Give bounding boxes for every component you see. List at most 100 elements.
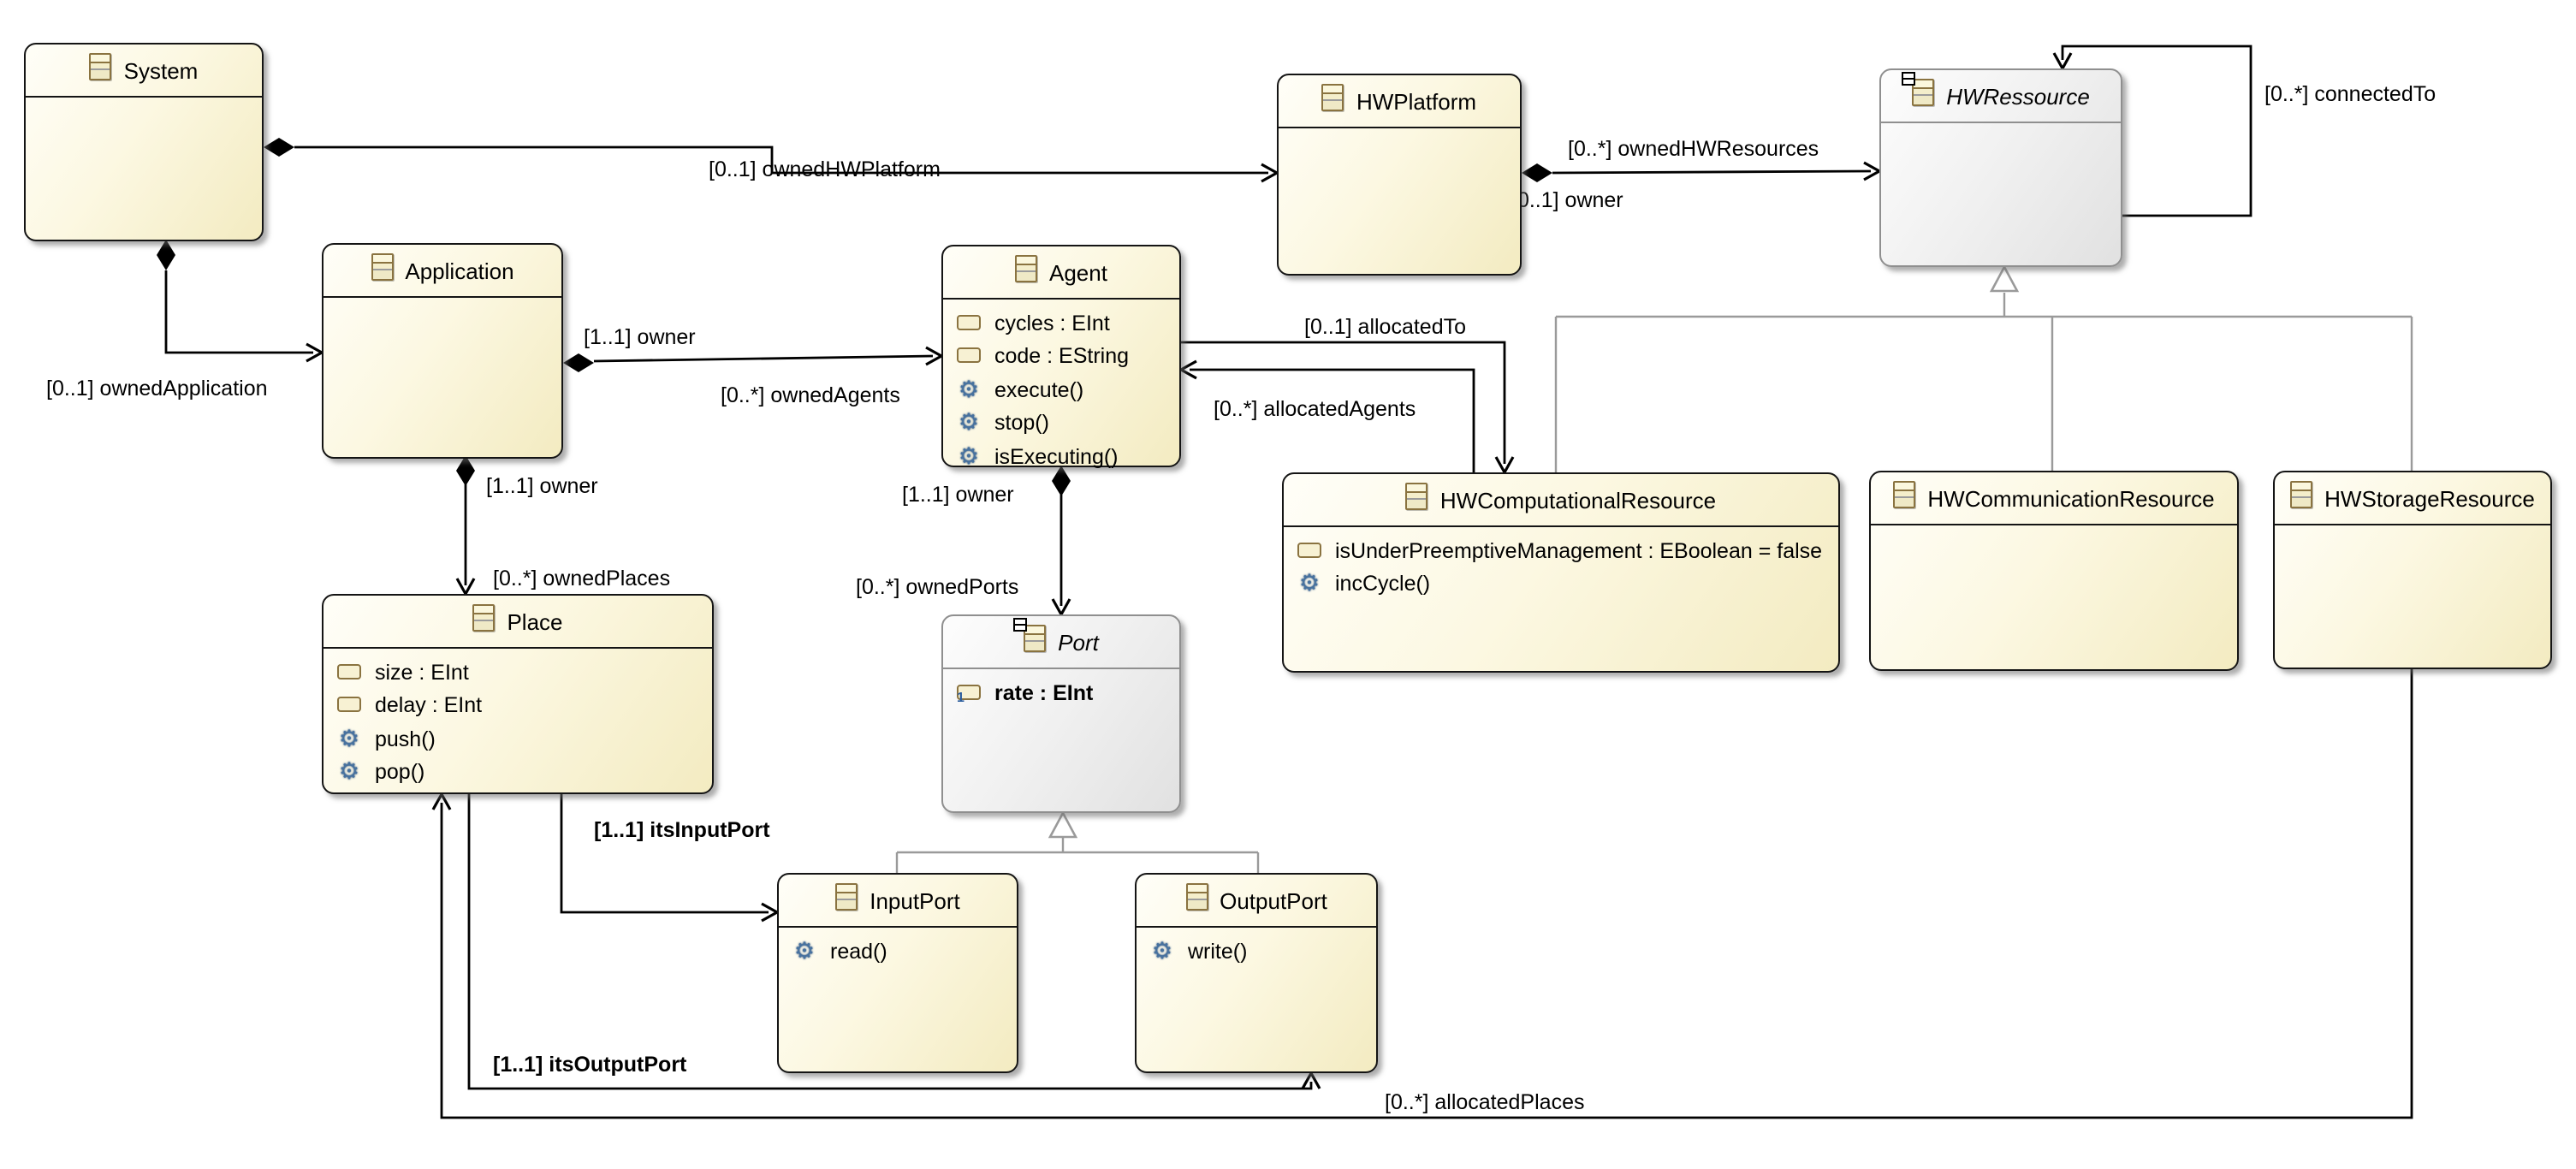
eoperation-gear-icon	[337, 757, 361, 788]
class-name: HWRessource	[1946, 83, 2090, 109]
operation-label: stop()	[994, 411, 1049, 436]
attribute-label: isUnderPreemptiveManagement : EBoolean =…	[1335, 538, 1823, 563]
eoperation-gear-icon	[337, 724, 361, 755]
eattribute-icon: 1	[957, 678, 981, 709]
class-name: System	[123, 57, 199, 83]
eoperation-gear-icon	[957, 442, 981, 472]
eclass-icon	[1321, 83, 1344, 119]
operation-row[interactable]: push()	[337, 722, 705, 756]
edge-label-owned-agents: [0..*] ownedAgents	[721, 383, 900, 407]
operation-row[interactable]: read()	[792, 935, 1010, 968]
eoperation-gear-icon	[792, 936, 816, 967]
generalization-hwressource[interactable]	[1554, 264, 2413, 472]
attribute-row[interactable]: cycles : EInt	[957, 306, 1172, 340]
composition-diamond-icon	[563, 353, 594, 372]
eattribute-icon	[957, 341, 981, 372]
generalization-port[interactable]	[895, 810, 1260, 873]
association-edge-its-input-port[interactable]	[560, 794, 781, 923]
association-edge-owner-owned-places[interactable]	[455, 455, 476, 597]
attribute-row[interactable]: size : EInt	[337, 656, 705, 689]
class-members	[323, 298, 561, 305]
class-name: HWCommunicationResource	[1927, 485, 2215, 511]
class-hwcomputationalresource[interactable]: HWComputationalResource isUnderPreemptive…	[1282, 472, 1840, 673]
association-edge-owner-owned-hw-resources[interactable]	[1522, 161, 1883, 182]
class-header[interactable]: OutputPort	[1137, 875, 1376, 928]
class-header[interactable]: InputPort	[779, 875, 1017, 928]
class-header[interactable]: Application	[323, 245, 561, 298]
eclass-icon	[89, 52, 112, 88]
class-header[interactable]: HWStorageResource	[2275, 472, 2550, 525]
eclass-icon	[1893, 480, 1916, 516]
class-name: HWPlatform	[1356, 88, 1477, 114]
edge-label-owned-places: [0..*] ownedPlaces	[493, 567, 670, 590]
class-name: Agent	[1049, 259, 1107, 285]
class-header[interactable]: HWCommunicationResource	[1871, 472, 2237, 525]
operation-label: isExecuting()	[994, 444, 1119, 469]
association-edge-owned-application[interactable]	[157, 240, 325, 363]
class-header[interactable]: Place	[323, 596, 712, 649]
abstract-badge-icon	[1902, 71, 1916, 85]
class-name: Port	[1058, 629, 1099, 655]
eclass-icon	[1405, 482, 1428, 518]
eattribute-icon	[337, 657, 361, 688]
edge-label-its-input-port: [1..1] itsInputPort	[594, 818, 770, 842]
association-edge-owner-owned-agents[interactable]	[563, 346, 945, 372]
class-header[interactable]: Port	[943, 616, 1179, 669]
class-header[interactable]: HWRessource	[1881, 70, 2121, 123]
association-edge-owned-hw-platform[interactable]	[264, 138, 1280, 183]
class-hwplatform[interactable]: HWPlatform	[1277, 74, 1522, 276]
operation-row[interactable]: isExecuting()	[957, 440, 1172, 473]
operation-row[interactable]: incCycle()	[1297, 567, 1831, 601]
eoperation-gear-icon	[957, 375, 981, 406]
attribute-label: size : EInt	[375, 660, 469, 685]
eclass-icon	[1902, 71, 1935, 114]
eclass-icon	[1185, 882, 1208, 918]
class-inputport[interactable]: InputPort read()	[777, 873, 1018, 1073]
attribute-row[interactable]: delay : EInt	[337, 689, 705, 722]
composition-diamond-icon	[1522, 163, 1552, 182]
class-header[interactable]: HWPlatform	[1279, 75, 1520, 128]
class-place[interactable]: Place size : EInt delay : EIntpush() pop()	[322, 594, 714, 794]
operation-row[interactable]: pop()	[337, 756, 705, 789]
class-members: isUnderPreemptiveManagement : EBoolean =…	[1284, 527, 1838, 601]
operation-label: incCycle()	[1335, 572, 1431, 596]
association-edge-owner-owned-ports[interactable]	[1051, 466, 1071, 618]
eoperation-gear-icon	[957, 408, 981, 439]
edge-label-allocated-agents: [0..*] allocatedAgents	[1214, 397, 1416, 421]
association-edge-allocated-places[interactable]	[431, 669, 2413, 1119]
composition-diamond-icon	[456, 455, 475, 486]
class-header[interactable]: HWComputationalResource	[1284, 474, 1838, 527]
operation-label: pop()	[375, 760, 425, 785]
class-system[interactable]: System	[24, 43, 264, 241]
operation-label: execute()	[994, 377, 1084, 402]
class-name: Application	[405, 258, 514, 283]
class-header[interactable]: System	[26, 45, 262, 98]
operation-row[interactable]: write()	[1150, 935, 1369, 968]
attribute-row[interactable]: isUnderPreemptiveManagement : EBoolean =…	[1297, 534, 1831, 567]
eclass-icon	[835, 882, 858, 918]
eoperation-gear-icon	[1297, 569, 1321, 600]
class-hwressource[interactable]: HWRessource	[1879, 68, 2122, 267]
class-header[interactable]: Agent	[943, 246, 1179, 300]
composition-diamond-icon	[264, 138, 294, 157]
eclass-icon	[472, 603, 496, 639]
association-edge-its-output-port[interactable]	[467, 794, 1321, 1090]
class-hwcommunicationresource[interactable]: HWCommunicationResource	[1869, 471, 2239, 671]
class-members: size : EInt delay : EIntpush() pop()	[323, 649, 712, 789]
class-hwstorageresource[interactable]: HWStorageResource	[2273, 471, 2552, 669]
attribute-row[interactable]: code : EString	[957, 340, 1172, 373]
operation-row[interactable]: stop()	[957, 406, 1172, 440]
edge-label-owned-ports: [0..*] ownedPorts	[856, 575, 1018, 599]
edge-label-owned-application: [0..1] ownedApplication	[46, 377, 268, 401]
class-outputport[interactable]: OutputPort write()	[1135, 873, 1378, 1073]
operation-row[interactable]: execute()	[957, 373, 1172, 406]
edge-label-hwressource-owner: [0..1] owner	[1511, 188, 1623, 212]
class-application[interactable]: Application	[322, 243, 563, 459]
association-edge-allocated-agents[interactable]	[1178, 359, 1475, 472]
